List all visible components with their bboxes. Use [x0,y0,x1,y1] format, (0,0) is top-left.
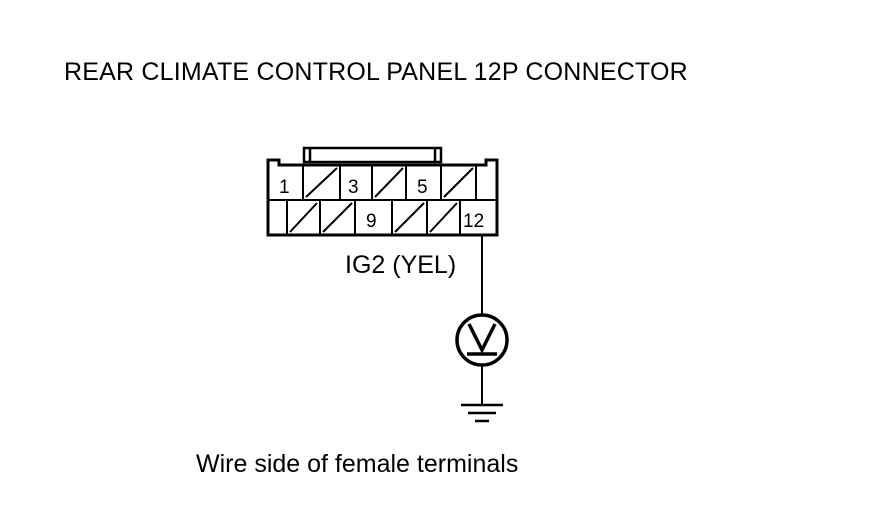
voltmeter-icon [455,313,509,367]
pin-label-5: 5 [417,177,428,198]
unused-cavity-slashes [289,167,474,233]
ground-icon [461,403,503,423]
probe-wire-label: IG2 (YEL) [345,251,456,279]
top-row-dividers [302,165,477,200]
connector-latch [302,146,443,164]
bottom-row-dividers [286,200,461,235]
pin-label-3: 3 [348,177,359,198]
pin-label-1: 1 [279,177,290,198]
diagram-caption: Wire side of female terminals [196,450,519,478]
pin-label-9: 9 [366,211,377,232]
pin-label-12: 12 [463,211,484,232]
diagram-title: REAR CLIMATE CONTROL PANEL 12P CONNECTOR [64,58,688,86]
